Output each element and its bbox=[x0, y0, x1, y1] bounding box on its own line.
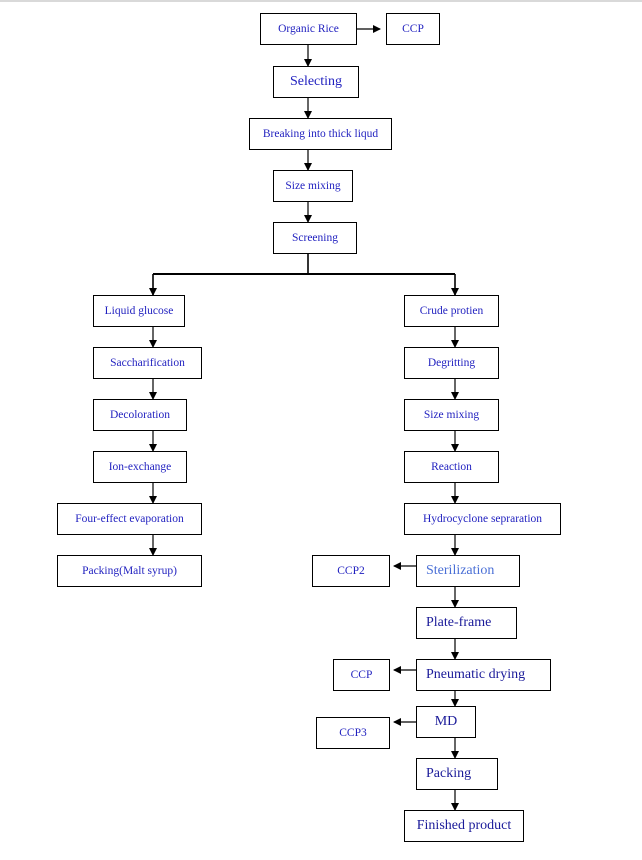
node-screening: Screening bbox=[273, 222, 357, 254]
node-size-mixing-right: Size mixing bbox=[404, 399, 499, 431]
node-crude-protien: Crude protien bbox=[404, 295, 499, 327]
node-ccp-mid: CCP bbox=[333, 659, 390, 691]
node-breaking: Breaking into thick liqud bbox=[249, 118, 392, 150]
node-hydrocyclone-sepraration: Hydrocyclone sepraration bbox=[404, 503, 561, 535]
node-ccp-top: CCP bbox=[386, 13, 440, 45]
node-ccp2: CCP2 bbox=[312, 555, 390, 587]
node-ion-exchange: Ion-exchange bbox=[93, 451, 187, 483]
node-selecting: Selecting bbox=[273, 66, 359, 98]
node-packing-malt-syrup: Packing(Malt syrup) bbox=[57, 555, 202, 587]
node-ccp3: CCP3 bbox=[316, 717, 390, 749]
node-degritting: Degritting bbox=[404, 347, 499, 379]
node-size-mixing-top: Size mixing bbox=[273, 170, 353, 202]
window-top-edge bbox=[0, 0, 642, 2]
node-sterilization: Sterilization bbox=[416, 555, 520, 587]
node-md: MD bbox=[416, 706, 476, 738]
node-organic-rice: Organic Rice bbox=[260, 13, 357, 45]
node-plate-frame: Plate-frame bbox=[416, 607, 517, 639]
node-decoloration: Decoloration bbox=[93, 399, 187, 431]
node-liquid-glucose: Liquid glucose bbox=[93, 295, 185, 327]
node-finished-product: Finished product bbox=[404, 810, 524, 842]
node-saccharification: Saccharification bbox=[93, 347, 202, 379]
node-pneumatic-drying: Pneumatic drying bbox=[416, 659, 551, 691]
node-packing: Packing bbox=[416, 758, 498, 790]
node-reaction: Reaction bbox=[404, 451, 499, 483]
node-four-effect-evaporation: Four-effect evaporation bbox=[57, 503, 202, 535]
